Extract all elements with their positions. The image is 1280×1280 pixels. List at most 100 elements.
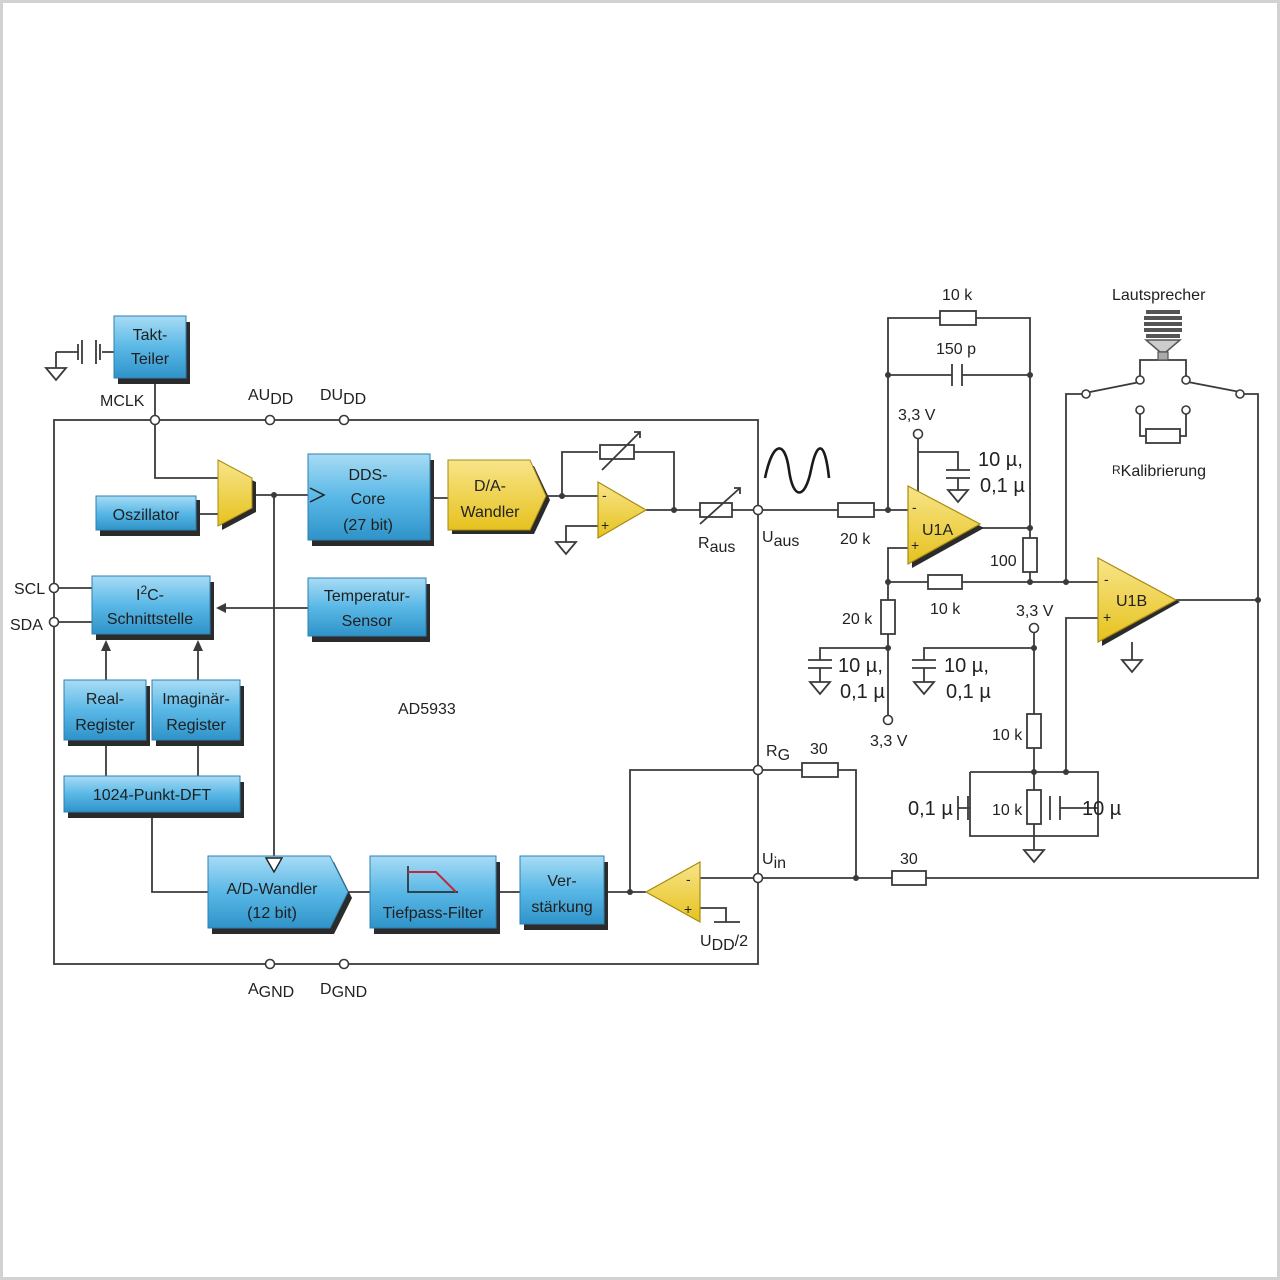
ground-icon xyxy=(912,681,936,696)
ground-icon xyxy=(1120,659,1144,674)
svg-text:+: + xyxy=(684,901,692,917)
svg-text:10 k: 10 k xyxy=(992,727,1023,744)
svg-text:Ver-: Ver- xyxy=(547,873,576,890)
dgnd-label: DGND xyxy=(320,981,367,1001)
labels: MCLK AUDD DUDD AGND DGND SCL SDA Uaus Ra… xyxy=(10,287,1206,1001)
u1b-opamp: - + U1B xyxy=(1097,556,1180,646)
svg-text:30: 30 xyxy=(810,741,828,758)
receive-opamp: - + xyxy=(644,860,701,924)
dds-core-block: DDS- Core (27 bit) xyxy=(307,453,434,546)
svg-text:Register: Register xyxy=(75,717,135,734)
svg-text:+: + xyxy=(911,537,919,553)
wires xyxy=(55,317,1259,923)
svg-text:Real-: Real- xyxy=(86,691,124,708)
ground-icons xyxy=(44,367,1144,864)
svg-text:0,1 µ: 0,1 µ xyxy=(980,475,1025,497)
svg-text:D/A-: D/A- xyxy=(474,478,506,495)
svg-text:30: 30 xyxy=(900,851,918,868)
ad-converter-block: A/D-Wandler (12 bit) xyxy=(207,855,352,934)
svg-text:3,3 V: 3,3 V xyxy=(870,733,908,750)
svg-text:0,1 µ: 0,1 µ xyxy=(840,681,885,703)
svg-text:0,1 µ: 0,1 µ xyxy=(908,798,953,820)
junctions xyxy=(271,372,1261,895)
ground-icon xyxy=(946,489,970,504)
transmit-opamp: - + xyxy=(597,480,648,540)
dft-block: 1024-Punkt-DFT xyxy=(63,775,244,818)
svg-text:DDS-: DDS- xyxy=(348,467,387,484)
speaker-icon xyxy=(1143,310,1183,361)
svg-text:+: + xyxy=(1103,609,1111,625)
svg-text:U1A: U1A xyxy=(922,522,953,539)
svg-text:-: - xyxy=(1104,571,1109,587)
amplification-block: Ver- stärkung xyxy=(519,855,608,930)
svg-text:-: - xyxy=(686,871,691,887)
svg-text:Schnittstelle: Schnittstelle xyxy=(107,611,193,628)
svg-text:(12 bit): (12 bit) xyxy=(247,905,297,922)
svg-text:20 k: 20 k xyxy=(840,531,871,548)
svg-text:10 µ,: 10 µ, xyxy=(978,449,1023,471)
ground-icon xyxy=(554,541,578,556)
uin-label: Uin xyxy=(762,851,786,872)
audd-label: AUDD xyxy=(248,387,293,408)
speaker-label: Lautsprecher xyxy=(1112,287,1206,304)
i2c-interface-block: I2C- Schnittstelle xyxy=(91,575,214,640)
ground-icon xyxy=(808,681,832,696)
resistors xyxy=(599,310,1181,886)
raus-label: Raus xyxy=(698,535,735,556)
ground-icon xyxy=(1022,849,1046,864)
svg-text:1024-Punkt-DFT: 1024-Punkt-DFT xyxy=(93,787,211,804)
ground-icon xyxy=(44,367,68,382)
temperature-sensor-block: Temperatur- Sensor xyxy=(307,577,430,642)
sda-label: SDA xyxy=(10,617,43,634)
svg-text:Temperatur-: Temperatur- xyxy=(324,588,410,605)
svg-text:100: 100 xyxy=(990,553,1017,570)
svg-text:-: - xyxy=(912,499,917,515)
svg-text:-: - xyxy=(602,487,607,503)
chip-name: AD5933 xyxy=(398,701,456,718)
udd2-label: UDD/2 xyxy=(700,933,748,954)
svg-text:3,3 V: 3,3 V xyxy=(898,407,936,424)
svg-text:Wandler: Wandler xyxy=(461,504,521,521)
imaginary-register-block: Imaginär- Register xyxy=(151,679,244,746)
svg-text:Teiler: Teiler xyxy=(131,351,170,368)
mclk-label: MCLK xyxy=(100,393,145,410)
svg-text:3,3 V: 3,3 V xyxy=(1016,603,1054,620)
svg-text:I2C-: I2C- xyxy=(136,583,164,604)
takt-teiler-block: Takt- Teiler xyxy=(113,315,190,384)
svg-text:Imaginär-: Imaginär- xyxy=(162,691,230,708)
svg-text:Core: Core xyxy=(351,491,386,508)
svg-text:Takt-: Takt- xyxy=(133,327,168,344)
svg-text:+: + xyxy=(601,517,609,533)
pins xyxy=(48,375,1245,970)
svg-text:20 k: 20 k xyxy=(842,611,873,628)
svg-text:10 µ,: 10 µ, xyxy=(838,655,883,677)
u1a-opamp: - + U1A xyxy=(907,485,984,568)
svg-text:10 µ,: 10 µ, xyxy=(944,655,989,677)
yellow-elements: D/A- Wandler - + - + - + U1A - + xyxy=(217,459,1180,924)
svg-text:150 p: 150 p xyxy=(936,341,976,358)
svg-text:10 k: 10 k xyxy=(942,287,973,304)
svg-text:Register: Register xyxy=(166,717,226,734)
da-converter-block: D/A- Wandler xyxy=(447,459,550,534)
lowpass-filter-block: Tiefpass-Filter xyxy=(369,855,500,934)
svg-text:U1B: U1B xyxy=(1116,593,1147,610)
real-register-block: Real- Register xyxy=(63,679,150,746)
svg-text:A/D-Wandler: A/D-Wandler xyxy=(227,881,319,898)
svg-text:Oszillator: Oszillator xyxy=(113,507,180,524)
svg-text:0,1 µ: 0,1 µ xyxy=(946,681,991,703)
calibration-label: RKalibrierung xyxy=(1112,463,1206,480)
uaus-label: Uaus xyxy=(762,529,799,550)
dudd-label: DUDD xyxy=(320,387,366,408)
chip-outline xyxy=(53,419,759,965)
svg-text:10 µ: 10 µ xyxy=(1082,798,1122,820)
agnd-label: AGND xyxy=(248,981,294,1001)
blocks: Takt- Teiler Oszillator DDS- Core (27 bi… xyxy=(63,315,608,934)
rg-label: RG xyxy=(766,743,790,764)
sine-wave-icon xyxy=(763,447,831,494)
svg-text:Sensor: Sensor xyxy=(342,613,393,630)
oszillator-block: Oszillator xyxy=(95,495,200,536)
svg-text:Tiefpass-Filter: Tiefpass-Filter xyxy=(383,905,484,922)
svg-text:stärkung: stärkung xyxy=(531,899,592,916)
